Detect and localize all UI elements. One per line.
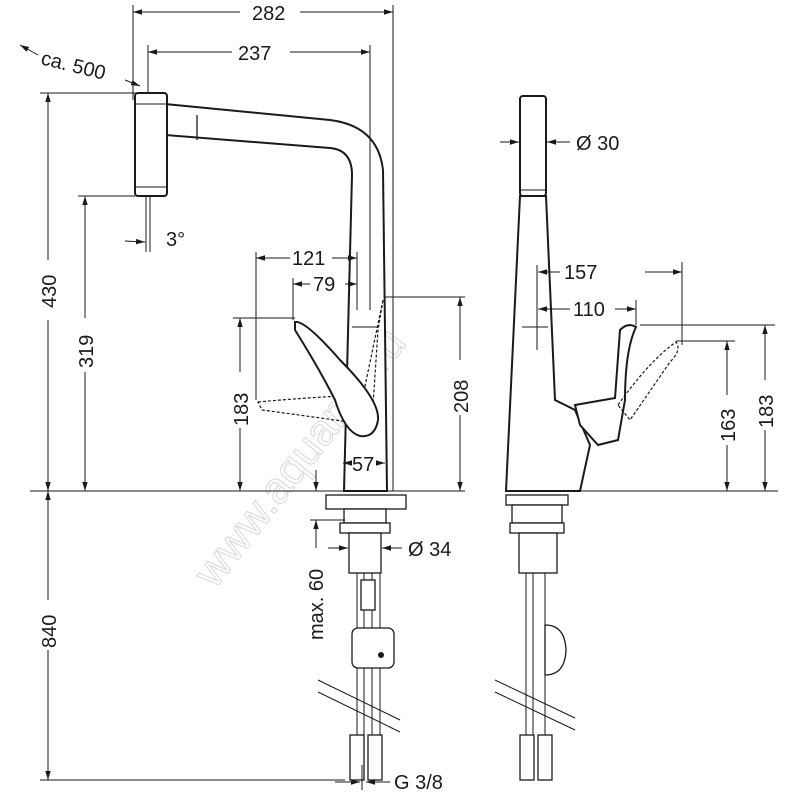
- dim-diameter-34: Ø 34: [408, 539, 451, 561]
- dim-57: 57: [352, 454, 374, 476]
- dimension-labels: 282 237 ca. 500 430 319 3° 121 79 183 20…: [39, 3, 778, 794]
- dim-110: 110: [573, 299, 605, 321]
- dim-79: 79: [313, 274, 335, 296]
- dim-121: 121: [292, 248, 325, 270]
- dim-g-3-8: G 3/8: [394, 772, 443, 794]
- dim-3-deg: 3°: [166, 229, 185, 251]
- faucet-front-view: [134, 92, 407, 781]
- dim-319: 319: [76, 335, 98, 368]
- dim-237: 237: [238, 43, 271, 65]
- dim-208: 208: [451, 380, 473, 413]
- dim-183-side: 183: [756, 395, 778, 428]
- dim-157: 157: [564, 262, 597, 284]
- dim-282: 282: [252, 3, 285, 25]
- dim-diameter-30: Ø 30: [576, 133, 619, 155]
- dim-840: 840: [39, 615, 61, 648]
- dim-430: 430: [39, 275, 61, 308]
- dimension-lines: [19, 5, 778, 790]
- dim-183-front: 183: [231, 393, 253, 426]
- faucet-side-view: [494, 95, 679, 781]
- dim-163: 163: [718, 409, 740, 442]
- dim-ca-500: ca. 500: [39, 48, 108, 85]
- dim-max-60: max. 60: [306, 569, 328, 640]
